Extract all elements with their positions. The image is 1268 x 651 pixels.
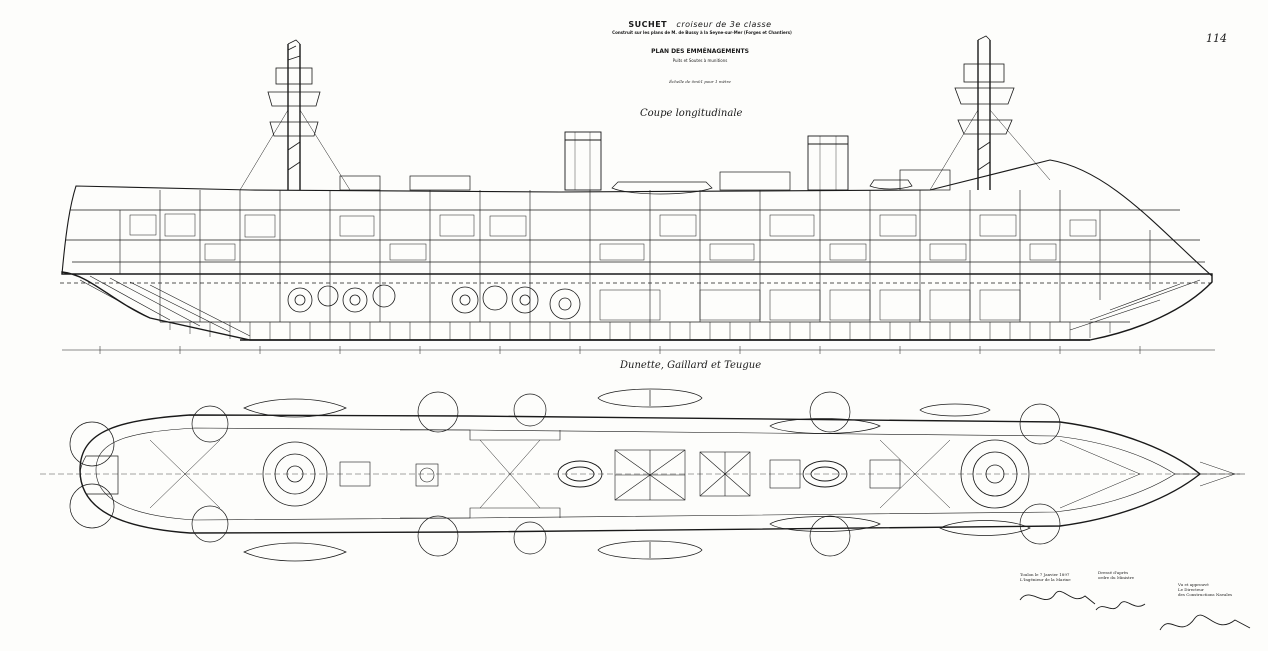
profile-bottom-frames [169, 322, 1111, 340]
plan-boats [243, 388, 1031, 562]
sheet-subtitle: Construit sur les plans de M. de Bussy à… [612, 30, 792, 35]
plan-view-label: Dunette, Gaillard et Teugue [620, 360, 762, 371]
profile-machinery [287, 284, 581, 320]
approval-note-2: Dressé d'après ordre du Ministre [1098, 570, 1134, 580]
profile-frame-stations [99, 346, 1141, 354]
plan-deck-fittings [149, 439, 1245, 509]
profile-funnels [564, 131, 849, 191]
signature-2 [1095, 601, 1146, 611]
date-line: Toulon le 7 Janvier 1897 [1020, 572, 1070, 577]
plan-stern-gun [69, 421, 119, 529]
signature-3 [1159, 614, 1251, 631]
second-note-line-2: ordre du Ministre [1098, 575, 1135, 580]
plan-funnels [557, 460, 848, 488]
sheet-title: SUCHET croiseur de 3e classe [600, 20, 800, 29]
plan-title: PLAN DES EMMÉNAGEMENTS [651, 48, 749, 55]
profile-boats [339, 169, 951, 195]
signature-1 [1019, 591, 1096, 605]
profile-hull-outline [61, 271, 1213, 341]
plan-view [40, 388, 1245, 562]
signatures [1019, 591, 1251, 631]
plan-bulwark [400, 429, 561, 519]
profile-view [60, 35, 1215, 354]
profile-stern-structure [79, 275, 1201, 337]
plan-fore-mast-top [960, 439, 1030, 509]
profile-fore-mast [929, 35, 1051, 191]
plan-skylights [339, 449, 901, 501]
profile-bulkheads [119, 190, 1151, 322]
plan-sponsons [191, 391, 1061, 557]
approval-note-3: Vu et approuvé Le Directeur des Construc… [1178, 582, 1232, 597]
scale-note: Échelle de 0m01 pour 1 mètre [669, 79, 731, 84]
approver-title: L'Ingénieur de la Marine [1020, 577, 1071, 582]
third-note-line-1: Vu et approuvé [1178, 582, 1209, 587]
profile-sheer-line [61, 159, 1213, 277]
third-note-line-2: Le Directeur [1178, 587, 1204, 592]
profile-view-label: Coupe longitudinale [640, 108, 743, 119]
profile-aft-mast [239, 39, 351, 191]
second-note-line-1: Dressé d'après [1098, 570, 1129, 575]
ship-name: SUCHET [628, 20, 668, 29]
third-note-line-3: des Constructions Navales [1178, 592, 1233, 597]
plan-aft-mast-top [262, 441, 328, 507]
plan-subtitle: Puits et Soutes à munitions [672, 58, 728, 63]
page-number: 114 [1206, 32, 1227, 45]
approval-note-1: Toulon le 7 Janvier 1897 L'Ingénieur de … [1020, 572, 1071, 582]
ship-class: croiseur de 3e classe [676, 20, 772, 29]
profile-compartments [129, 213, 1097, 321]
